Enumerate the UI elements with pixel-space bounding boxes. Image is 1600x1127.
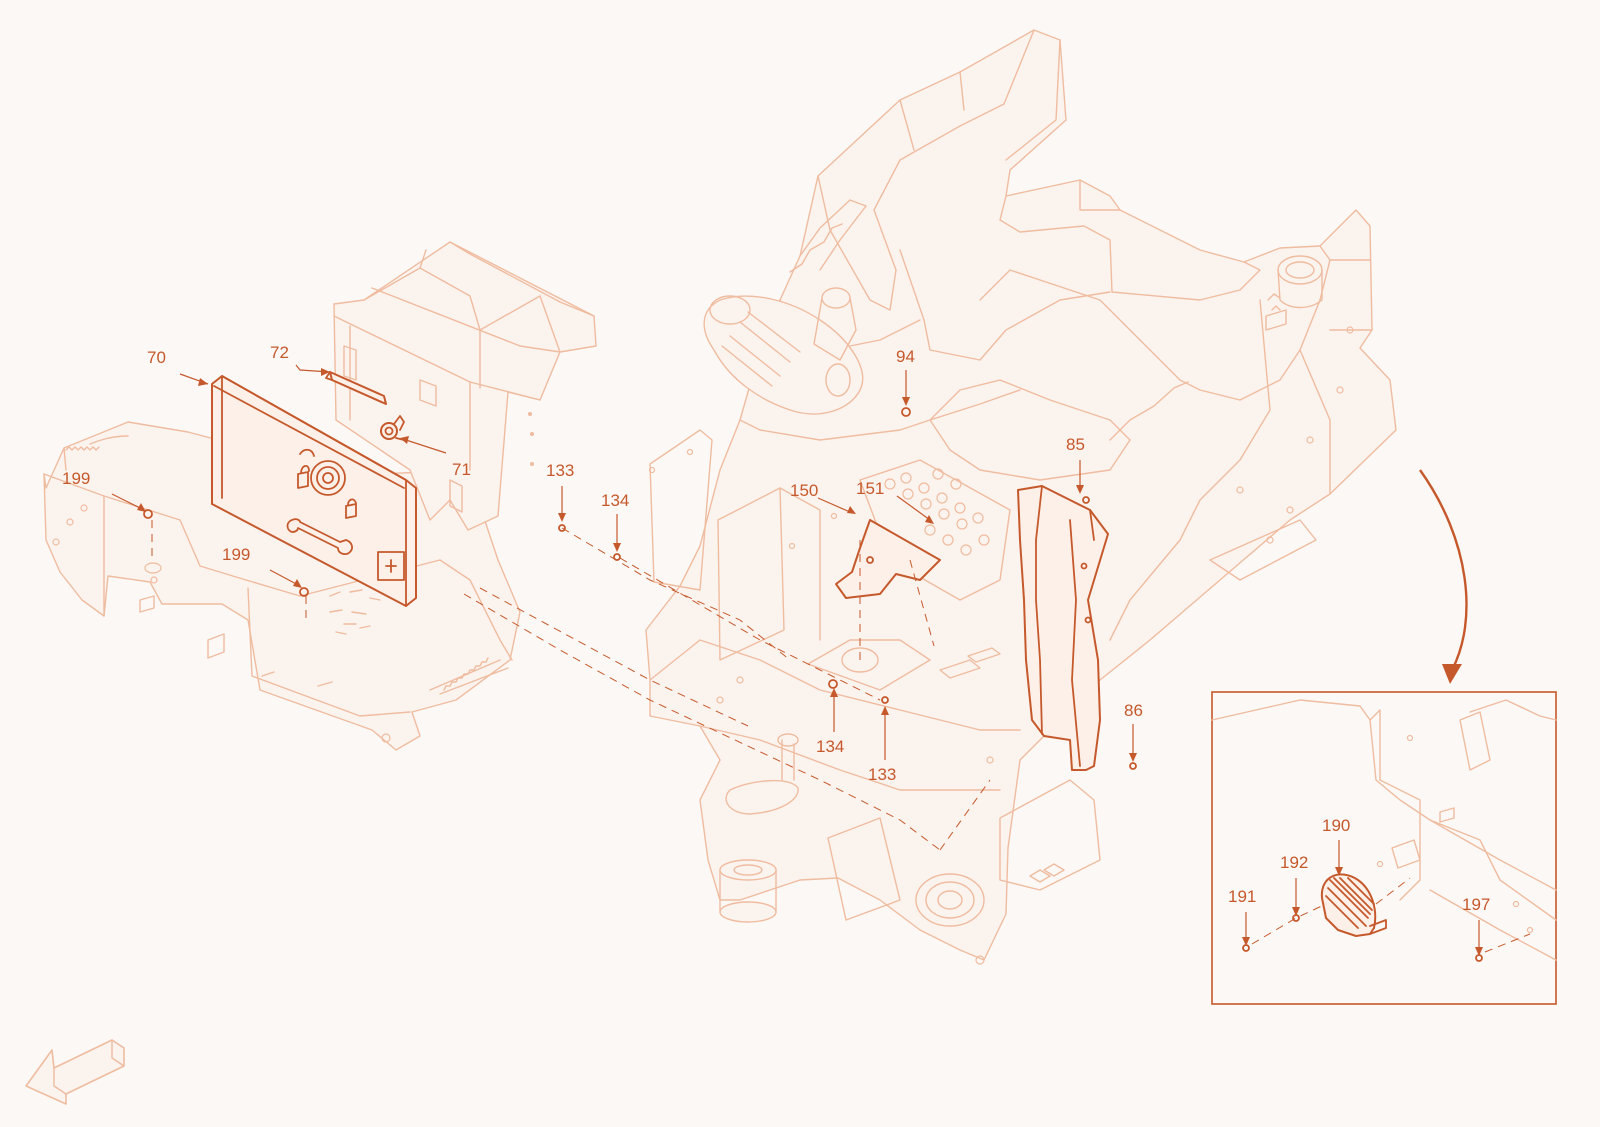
cylinder-base [719, 859, 777, 923]
part-70-cover-panel [211, 375, 417, 607]
wrench-icon [286, 518, 353, 555]
callout-86: 86 [1124, 701, 1143, 720]
part-150-bracket [835, 519, 941, 599]
part-72-shaft [325, 371, 387, 405]
lock-icon [297, 448, 357, 519]
callout-151: 151 [856, 479, 884, 498]
callout-192: 192 [1280, 853, 1308, 872]
callout-70: 70 [147, 348, 166, 367]
direction-arrow-icon [25, 1039, 125, 1105]
inset-detail [1211, 691, 1557, 1005]
callout-133-lower: 133 [868, 765, 896, 784]
callout-133-upper: 133 [546, 461, 574, 480]
callout-199-center: 199 [222, 545, 250, 564]
detail-arrow [1419, 469, 1468, 684]
fasteners [143, 407, 1137, 770]
part-190-grille [1320, 873, 1387, 937]
callout-71: 71 [452, 460, 471, 479]
air-intake-duct [703, 287, 864, 415]
callout-134-upper: 134 [601, 491, 629, 510]
callout-134-lower: 134 [816, 737, 844, 756]
first-aid-icon [377, 551, 405, 581]
callout-150: 150 [790, 481, 818, 500]
callout-190: 190 [1322, 816, 1350, 835]
part-85-side-panel [1017, 485, 1109, 771]
callout-94: 94 [896, 347, 915, 366]
battery-icon [1265, 293, 1287, 331]
assembly-lines [151, 520, 991, 851]
callout-85: 85 [1066, 435, 1085, 454]
leader-lines [111, 364, 1483, 956]
callout-191: 191 [1228, 887, 1256, 906]
round-fan-housing [915, 873, 985, 927]
callout-labels: 70 72 71 199 199 133 134 94 150 151 85 8… [62, 343, 1490, 914]
control-housing [333, 241, 597, 531]
callout-72: 72 [270, 343, 289, 362]
callout-197: 197 [1462, 895, 1490, 914]
callout-199-left: 199 [62, 469, 90, 488]
filler-cap [1277, 255, 1323, 309]
